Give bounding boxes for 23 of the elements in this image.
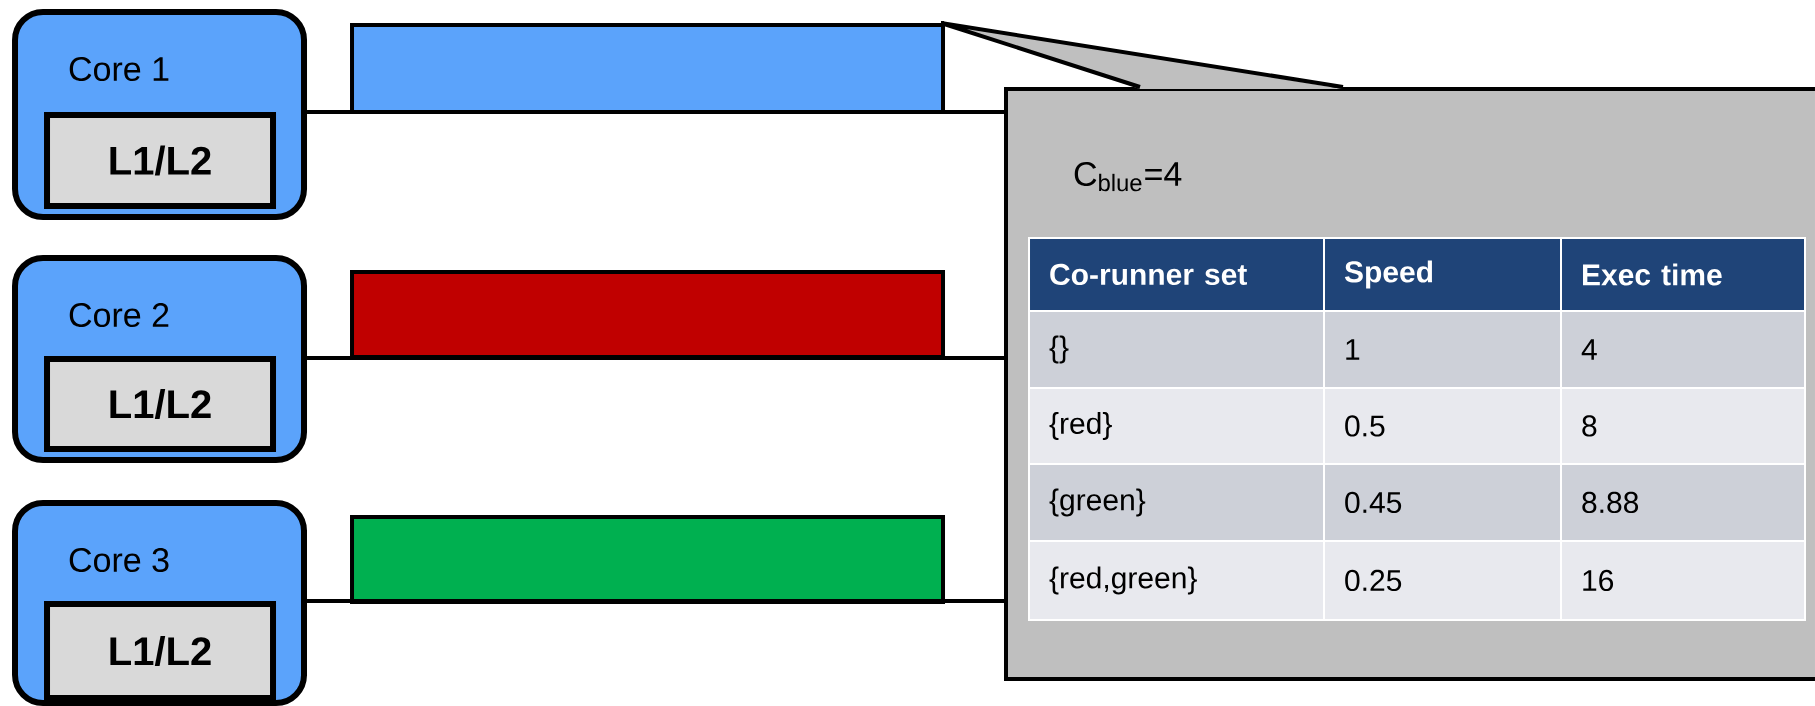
table-header-cell: Speed	[1323, 237, 1562, 312]
table-cell: {}	[1028, 310, 1325, 389]
table-cell: 0.45	[1323, 463, 1562, 542]
table-cell: 1	[1323, 310, 1562, 389]
table-cell: {red,green}	[1028, 540, 1325, 621]
table-header-cell: Exec time	[1560, 237, 1806, 312]
table-cell: {green}	[1028, 463, 1325, 542]
table-cell: 4	[1560, 310, 1806, 389]
table-cell: {red}	[1028, 387, 1325, 465]
table-cell: 8.88	[1560, 463, 1806, 542]
cache-box: L1/L2	[44, 112, 276, 209]
connector-line	[307, 356, 1004, 360]
table-cell: 0.25	[1323, 540, 1562, 621]
task-bar	[350, 270, 945, 359]
table-cell: 8	[1560, 387, 1806, 465]
cache-box: L1/L2	[44, 601, 276, 701]
table-cell: 16	[1560, 540, 1806, 621]
connector-line	[307, 110, 1004, 114]
connector-line	[307, 599, 1004, 603]
cache-box: L1/L2	[44, 356, 276, 452]
table-header-cell: Co-runner set	[1028, 237, 1325, 312]
task-bar	[350, 515, 945, 604]
table-cell: 0.5	[1323, 387, 1562, 465]
